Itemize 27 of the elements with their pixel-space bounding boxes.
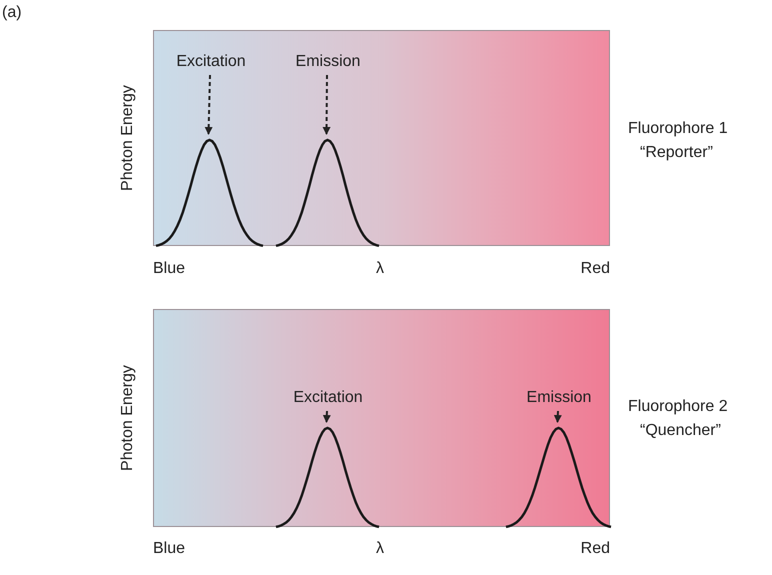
peak-label: Excitation xyxy=(273,387,383,409)
peak-curve xyxy=(276,426,379,528)
fluorophore-name: Fluorophore 2 xyxy=(628,397,729,417)
fluorophore-role: “Quencher” xyxy=(640,421,722,441)
axis-end-label: Red xyxy=(580,539,610,559)
peak-label: Emission xyxy=(273,51,383,73)
peak-label: Emission xyxy=(504,387,614,409)
dashed-arrow xyxy=(322,410,331,423)
spectrum-panel xyxy=(153,30,610,246)
panel-letter: (a) xyxy=(2,3,23,23)
axis-end-label: Blue xyxy=(153,539,186,559)
fluorophore-role: “Reporter” xyxy=(640,143,714,163)
axis-label: Photon Energy xyxy=(118,84,137,193)
axis-end-label: Blue xyxy=(153,259,186,279)
dashed-arrow xyxy=(322,75,331,135)
spectrum-panel xyxy=(153,309,610,527)
axis-symbol: λ xyxy=(375,259,385,279)
peak-label: Excitation xyxy=(156,51,266,73)
peak-curve xyxy=(276,138,379,247)
axis-label: Photon Energy xyxy=(118,364,137,473)
fluorophore-name: Fluorophore 1 xyxy=(628,119,729,139)
peak-curve xyxy=(156,138,263,247)
axis-symbol: λ xyxy=(375,539,385,559)
axis-end-label: Red xyxy=(580,259,610,279)
peak-curve xyxy=(506,426,611,528)
dashed-arrow xyxy=(554,410,562,423)
dashed-arrow xyxy=(204,74,213,135)
